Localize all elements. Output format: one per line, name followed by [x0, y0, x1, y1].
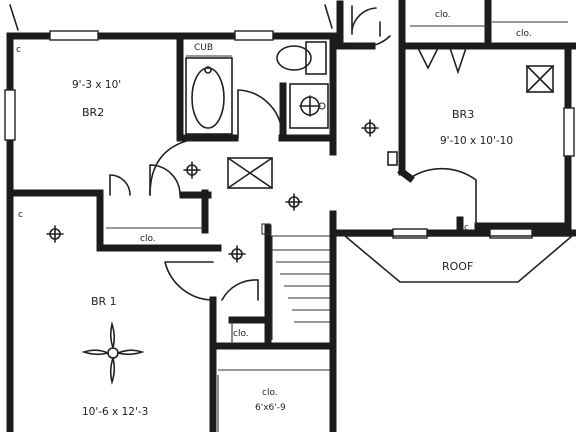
br1-dims: 10'-6 x 12'-3 [82, 406, 148, 418]
sink-vanity [289, 83, 329, 129]
attic-access [227, 65, 554, 189]
closet-label-br2: clo. [140, 234, 156, 244]
ceiling-fan-icon [81, 321, 145, 385]
closet-label-br3-right: clo. [516, 29, 532, 39]
stairs [261, 223, 330, 340]
bathtub [185, 57, 233, 135]
br2-dims: 9'-3 x 10' [72, 79, 121, 91]
window-roof-left [392, 228, 428, 239]
br3-dims: 9'-10 x 10'-10 [440, 135, 513, 147]
thermostat-icon [387, 151, 398, 166]
light-bath-icon [361, 119, 379, 137]
c-marker-br2: c [16, 45, 21, 55]
closet-label-br3-left: clo. [435, 10, 451, 20]
windows [4, 30, 575, 239]
door-swings [109, 7, 477, 301]
c-marker-br1: c [18, 210, 23, 220]
window-br3-right [563, 107, 575, 157]
closet-small-dims: 6'x6'-9 [255, 403, 286, 413]
walls [6, 0, 576, 432]
br2-name: BR2 [82, 106, 104, 119]
window-bath-top [234, 30, 274, 41]
attic-hatch-br3 [526, 65, 554, 93]
br3-name: BR3 [452, 108, 474, 121]
cub-label: CUB [194, 43, 213, 53]
roof-lines [9, 4, 575, 283]
closet-label-stair: clo. [233, 329, 249, 339]
closet-small-name: clo. [262, 388, 278, 398]
attic-hatch-hall [227, 157, 273, 189]
light-br2-icon [46, 225, 64, 243]
ceiling-lights [46, 119, 379, 263]
closet-rods [106, 21, 568, 432]
window-roof-right [489, 228, 533, 239]
light-hall-icon [285, 193, 303, 211]
bathtub-basin [191, 67, 225, 129]
window-br2-left [4, 89, 16, 141]
light-hall2-icon [228, 245, 246, 263]
roof-label: ROOF [442, 260, 473, 273]
light-br1-icon [183, 161, 201, 179]
toilet-bowl [276, 45, 312, 71]
bath-fixtures [185, 41, 329, 135]
toilet-tank [305, 41, 327, 75]
window-br2-top [49, 30, 99, 41]
br1-name: BR 1 [91, 295, 117, 308]
c-marker-br3: c [464, 223, 469, 233]
